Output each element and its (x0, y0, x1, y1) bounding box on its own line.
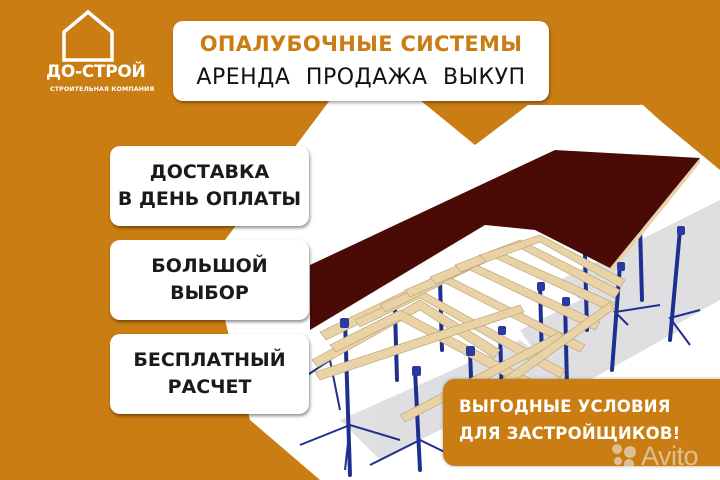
feature-line: В ДЕНЬ ОПЛАТЫ (117, 188, 302, 210)
avito-wordmark: Avito (641, 441, 699, 471)
service-list: АРЕНДА ПРОДАЖА ВЫКУП (196, 65, 526, 90)
header-card: ОПАЛУБОЧНЫЕ СИСТЕМЫ АРЕНДА ПРОДАЖА ВЫКУП (173, 21, 549, 101)
page-title: ОПАЛУБОЧНЫЕ СИСТЕМЫ (199, 32, 523, 56)
feature-card-calculation: БЕСПЛАТНЫЙ РАСЧЕТ (110, 334, 309, 414)
avito-watermark: Avito (612, 441, 699, 472)
feature-line: БОЛЬШОЙ (151, 255, 268, 277)
formwork-deck (310, 150, 700, 330)
feature-card-delivery: ДОСТАВКА В ДЕНЬ ОПЛАТЫ (110, 146, 309, 226)
feature-line: БЕСПЛАТНЫЙ (133, 349, 286, 371)
brand-tagline: СТРОИТЕЛЬНАЯ КОМПАНИЯ (50, 86, 155, 93)
avito-dots-icon (612, 443, 638, 470)
feature-line: ВЫБОР (170, 282, 249, 304)
house-outline-icon (62, 10, 114, 62)
promo-line: ДЛЯ ЗАСТРОЙЩИКОВ! (459, 424, 681, 443)
feature-line: РАСЧЕТ (167, 376, 252, 398)
feature-card-selection: БОЛЬШОЙ ВЫБОР (110, 240, 309, 320)
promo-line: ВЫГОДНЫЕ УСЛОВИЯ (459, 397, 671, 416)
brand-name: ДО-СТРОЙ (46, 62, 146, 82)
feature-line: ДОСТАВКА (149, 161, 270, 183)
promo-banner: ВЫГОДНЫЕ УСЛОВИЯ ДЛЯ ЗАСТРОЙЩИКОВ! (443, 379, 720, 466)
